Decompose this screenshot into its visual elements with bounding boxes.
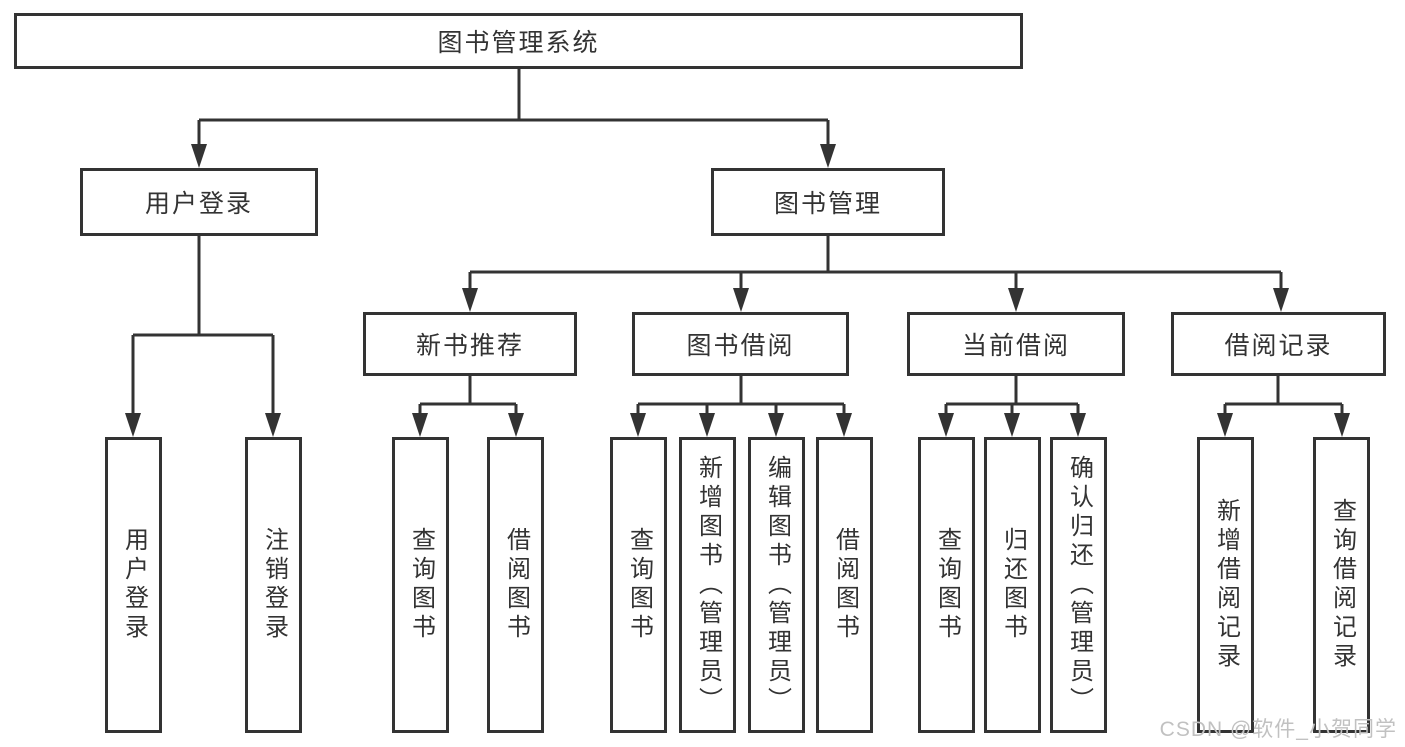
leaf-current-query-book-label: 查询图书 <box>933 527 961 643</box>
leaf-borrow-query-book-label: 查询图书 <box>625 527 653 643</box>
node-borrow-records: 借阅记录 <box>1171 312 1386 376</box>
leaf-user-login: 用户登录 <box>105 437 162 733</box>
leaf-current-query-book: 查询图书 <box>918 437 975 733</box>
leaf-borrow-add-book: 新增图书（管理员） <box>679 437 736 733</box>
csdn-watermark: CSDN @软件_小贺同学 <box>1159 718 1397 741</box>
arrowhead <box>1070 413 1086 437</box>
leaf-user-login-label: 用户登录 <box>120 527 148 643</box>
arrowhead <box>125 413 141 437</box>
arrowhead <box>191 144 207 168</box>
arrowhead <box>820 144 836 168</box>
leaf-newbook-query-book-label: 查询图书 <box>407 527 435 643</box>
connector-user-login-children <box>131 236 275 415</box>
node-book-management: 图书管理 <box>711 168 945 236</box>
connector-book-mgmt-children <box>468 236 1283 290</box>
leaf-borrow-borrow-book: 借阅图书 <box>816 437 873 733</box>
leaf-borrow-add-book-label: 新增图书（管理员） <box>694 454 722 716</box>
leaf-borrow-edit-book-label: 编辑图书（管理员） <box>763 454 791 716</box>
node-new-book-recommend-label: 新书推荐 <box>415 332 524 360</box>
arrowhead <box>1273 288 1289 312</box>
node-book-borrow-label: 图书借阅 <box>686 332 795 360</box>
arrowhead <box>412 413 428 437</box>
leaf-newbook-borrow-book: 借阅图书 <box>487 437 544 733</box>
leaf-borrow-edit-book: 编辑图书（管理员） <box>748 437 805 733</box>
arrowhead <box>733 288 749 312</box>
node-user-login-label: 用户登录 <box>144 190 253 218</box>
arrowhead <box>938 413 954 437</box>
node-user-login: 用户登录 <box>80 168 318 236</box>
arrowhead <box>768 413 784 437</box>
leaf-borrow-borrow-book-label: 借阅图书 <box>831 527 859 643</box>
leaf-record-query-record-label: 查询借阅记录 <box>1328 498 1356 672</box>
node-new-book-recommend: 新书推荐 <box>363 312 577 376</box>
leaf-newbook-borrow-book-label: 借阅图书 <box>502 527 530 643</box>
node-current-borrow-label: 当前借阅 <box>961 332 1070 360</box>
connector-borrow-record-children <box>1223 376 1344 415</box>
leaf-record-add-record: 新增借阅记录 <box>1197 437 1254 733</box>
arrowhead <box>699 413 715 437</box>
connector-new-book-children <box>418 376 518 415</box>
arrowhead <box>836 413 852 437</box>
leaf-record-query-record: 查询借阅记录 <box>1313 437 1370 733</box>
leaf-logout: 注销登录 <box>245 437 302 733</box>
leaf-current-confirm-return-label: 确认归还（管理员） <box>1065 454 1093 716</box>
arrowhead <box>630 413 646 437</box>
node-book-borrow: 图书借阅 <box>632 312 849 376</box>
arrowhead <box>508 413 524 437</box>
leaf-logout-label: 注销登录 <box>260 527 288 643</box>
connector-current-borrow-children <box>944 376 1080 415</box>
leaf-record-add-record-label: 新增借阅记录 <box>1212 498 1240 672</box>
node-book-management-label: 图书管理 <box>773 190 882 218</box>
connector-book-borrow-children <box>636 376 846 415</box>
connector-root-to-level2 <box>197 69 830 146</box>
leaf-newbook-query-book: 查询图书 <box>392 437 449 733</box>
leaf-borrow-query-book: 查询图书 <box>610 437 667 733</box>
arrowhead <box>265 413 281 437</box>
node-root-system: 图书管理系统 <box>14 13 1023 69</box>
node-current-borrow: 当前借阅 <box>907 312 1125 376</box>
node-borrow-records-label: 借阅记录 <box>1224 332 1333 360</box>
arrowhead <box>1334 413 1350 437</box>
node-root-system-label: 图书管理系统 <box>437 29 600 57</box>
arrowhead <box>462 288 478 312</box>
arrowhead <box>1004 413 1020 437</box>
arrowhead <box>1008 288 1024 312</box>
leaf-current-return-book: 归还图书 <box>984 437 1041 733</box>
arrowhead <box>1217 413 1233 437</box>
leaf-current-confirm-return: 确认归还（管理员） <box>1050 437 1107 733</box>
leaf-current-return-book-label: 归还图书 <box>999 527 1027 643</box>
